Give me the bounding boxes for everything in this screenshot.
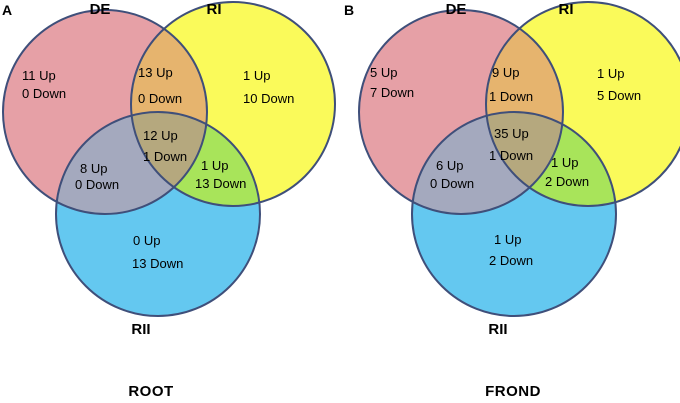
count-all-down: 1 Down (489, 148, 533, 163)
outline-de (358, 9, 564, 215)
set-label-ri: RI (559, 1, 574, 18)
set-label-de: DE (446, 1, 467, 18)
count-all-down: 1 Down (143, 149, 187, 164)
count-de-ri-down: 0 Down (138, 91, 182, 106)
region-de-rii (412, 112, 563, 214)
caption-root: ROOT (128, 383, 173, 400)
region-de-rii (56, 112, 207, 214)
count-de-ri-up: 13 Up (138, 65, 173, 80)
outline-rii (55, 111, 261, 317)
count-de-only-up: 5 Up (370, 65, 397, 80)
set-label-rii: RII (488, 321, 507, 338)
caption-frond: FROND (485, 383, 541, 400)
count-de-only-down: 7 Down (370, 85, 414, 100)
count-ri-rii-up: 1 Up (551, 155, 578, 170)
count-rii-only-up: 1 Up (494, 232, 521, 247)
set-label-ri: RI (207, 1, 222, 18)
region-ri-rii (486, 112, 616, 206)
count-de-ri-down: 1 Down (489, 89, 533, 104)
count-rii-only-down: 13 Down (132, 256, 183, 271)
count-de-ri-up: 9 Up (492, 65, 519, 80)
count-all-up: 35 Up (494, 126, 529, 141)
count-de-rii-up: 6 Up (436, 158, 463, 173)
outline-rii (411, 111, 617, 317)
count-de-rii-down: 0 Down (430, 176, 474, 191)
region-ri-rii (131, 112, 260, 206)
set-label-de: DE (90, 1, 111, 18)
count-ri-only-down: 10 Down (243, 91, 294, 106)
count-ri-rii-down: 13 Down (195, 176, 246, 191)
panel-root: A DE RI RII 11 Up 0 Down 13 Up 0 Down 1 … (2, 1, 336, 400)
count-ri-rii-up: 1 Up (201, 158, 228, 173)
count-de-only-up: 11 Up (22, 68, 56, 83)
count-de-rii-up: 8 Up (80, 161, 107, 176)
panel-letter-a: A (2, 2, 12, 18)
count-ri-only-up: 1 Up (243, 68, 270, 83)
count-all-up: 12 Up (143, 128, 178, 143)
count-rii-only-up: 0 Up (133, 233, 160, 248)
panel-frond: B DE RI RII 5 Up 7 Down 9 Up 1 Down 1 Up… (344, 1, 680, 400)
outline-de (2, 9, 208, 215)
count-rii-only-down: 2 Down (489, 253, 533, 268)
set-label-rii: RII (131, 321, 150, 338)
count-de-rii-down: 0 Down (75, 177, 119, 192)
count-ri-rii-down: 2 Down (545, 174, 589, 189)
outline-ri (485, 1, 680, 207)
panel-letter-b: B (344, 2, 354, 18)
count-ri-only-up: 1 Up (597, 66, 624, 81)
outline-ri (130, 1, 336, 207)
count-de-only-down: 0 Down (22, 86, 66, 101)
count-ri-only-down: 5 Down (597, 88, 641, 103)
